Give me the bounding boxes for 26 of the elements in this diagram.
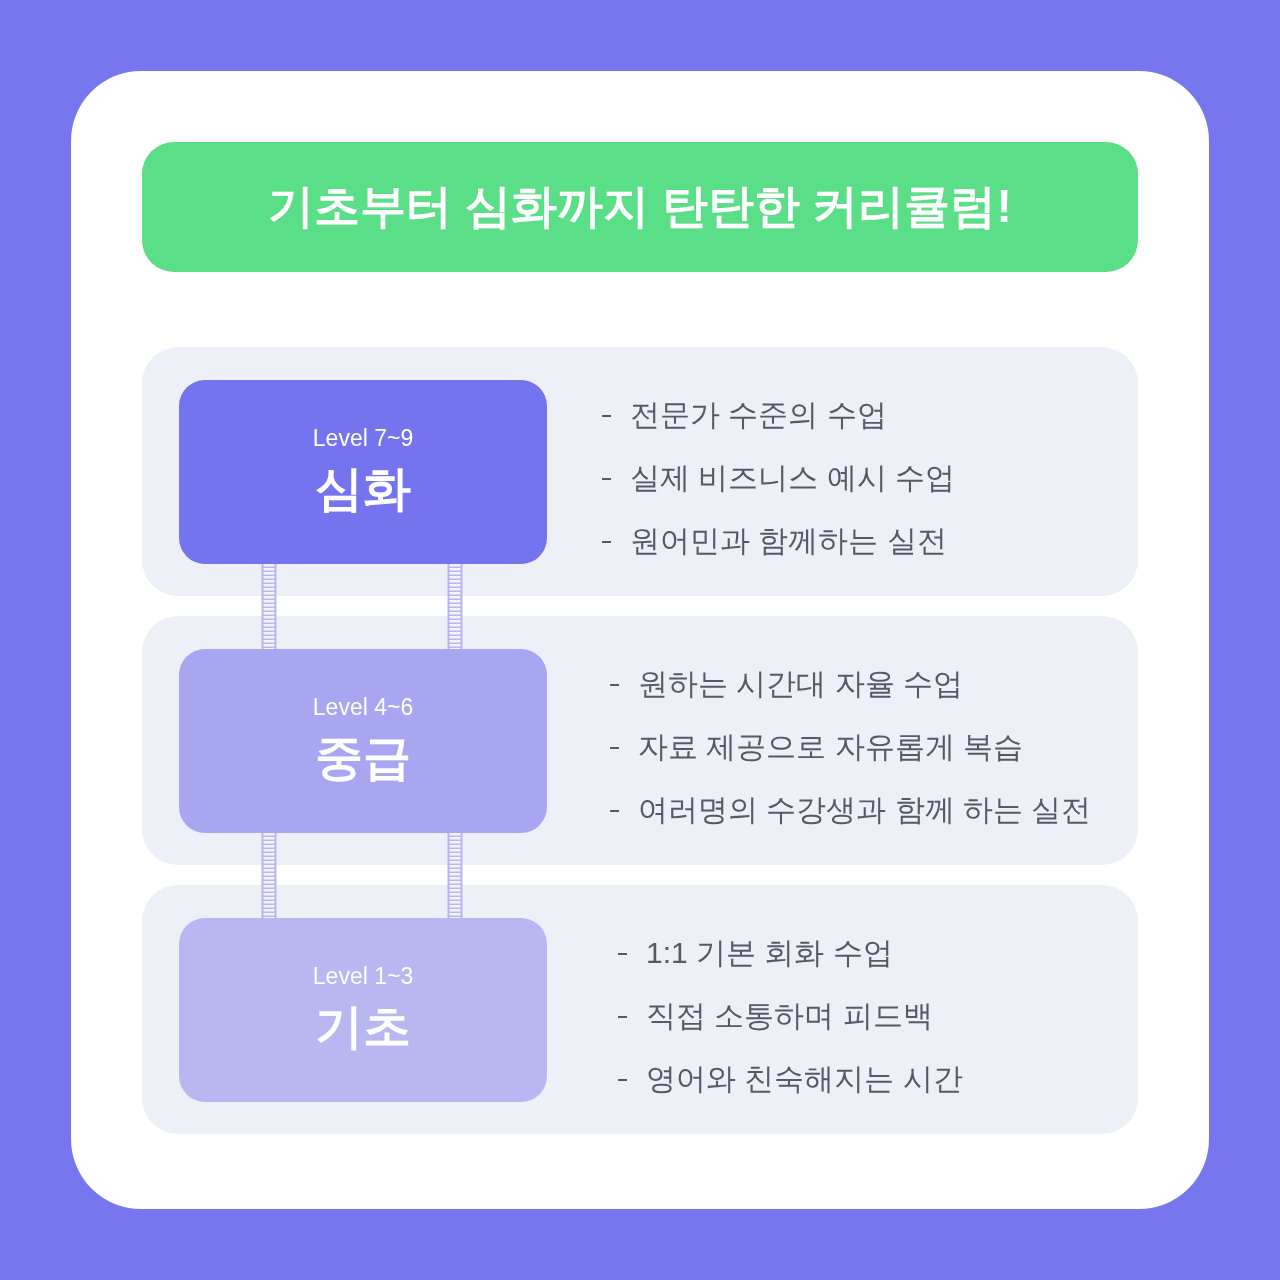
ladder-connector	[447, 833, 463, 918]
bullet-text: 영어와 친숙해지는 시간	[646, 1061, 963, 1097]
bullet-text: 직접 소통하며 피드백	[646, 998, 933, 1034]
ladder-connector	[447, 564, 463, 649]
panel	[142, 616, 1138, 865]
level-label: Level 1~3	[311, 962, 415, 990]
bullet-text: 전문가 수준의 수업	[630, 397, 887, 433]
level-box	[179, 649, 547, 833]
bullet-text: 1:1 기본 회화 수업	[646, 935, 893, 971]
level-label: Level 7~9	[311, 424, 415, 452]
level-name: 심화	[314, 461, 412, 517]
level-box	[179, 380, 547, 564]
panel	[142, 885, 1138, 1134]
level-box	[179, 918, 547, 1102]
bullet-text: 자료 제공으로 자유롭게 복습	[638, 729, 1023, 765]
panel	[142, 347, 1138, 596]
bullet-text: 원하는 시간대 자율 수업	[638, 666, 963, 702]
level-name: 기초	[314, 999, 412, 1055]
level-label: Level 4~6	[311, 693, 415, 721]
title-banner: 기초부터 심화까지 탄탄한 커리큘럼!	[142, 142, 1138, 272]
ladder-connector	[261, 564, 277, 649]
ladder-connector	[261, 833, 277, 918]
bullet-text: 원어민과 함께하는 실전	[630, 523, 947, 559]
level-name: 중급	[314, 730, 412, 786]
bullet-text: 여러명의 수강생과 함께 하는 실전	[638, 792, 1092, 828]
bullet-text: 실제 비즈니스 예시 수업	[630, 460, 955, 496]
